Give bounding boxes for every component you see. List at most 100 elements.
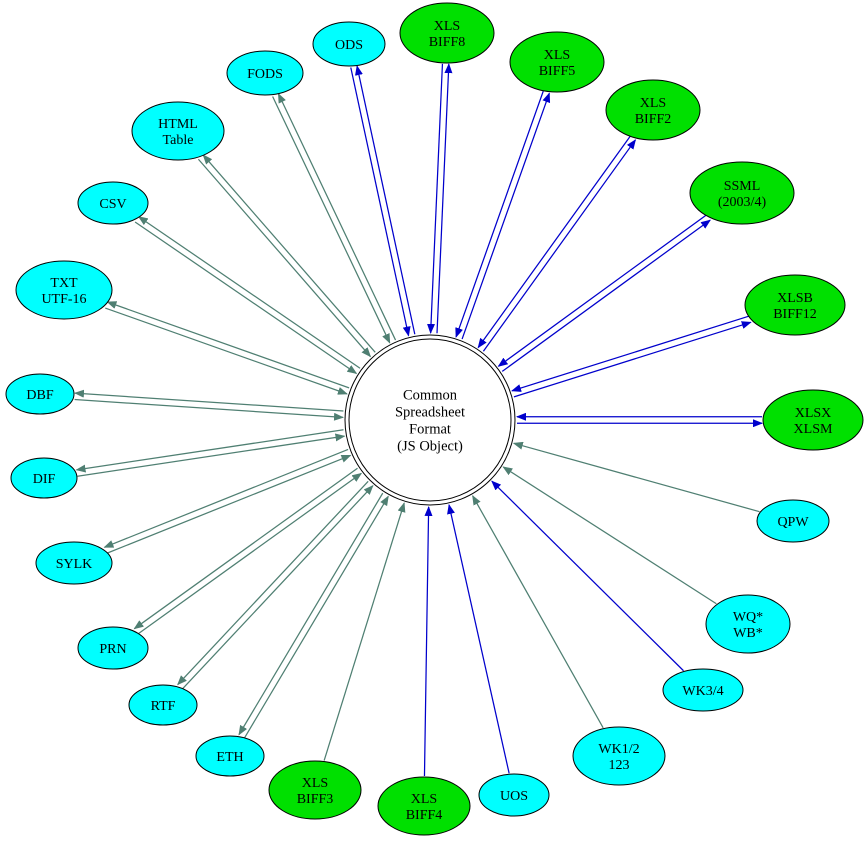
edge-prn-out	[133, 467, 358, 630]
node-label-rtf: RTF	[151, 699, 176, 714]
edge-xls-biff8-in	[427, 63, 444, 334]
node-shape-wk3-4	[662, 668, 744, 712]
center-inner-circle	[348, 338, 512, 502]
edge-rtf-out	[177, 480, 369, 686]
node-shape-ods	[312, 21, 386, 67]
edge-dif-out	[75, 429, 344, 473]
node-shape-dif	[10, 457, 78, 499]
edge-xlsb-biff12-in	[511, 315, 750, 392]
node-shape-wq-wb	[705, 594, 791, 654]
node-wk3-4: WK3/4	[662, 668, 744, 712]
node-prn: PRN	[77, 626, 149, 670]
edge-eth-in	[243, 495, 389, 739]
edge-wq-wb-in	[502, 466, 717, 605]
node-sylk: SYLK	[35, 541, 113, 585]
node-label-prn: PRN	[99, 642, 126, 657]
node-shape-txt-utf-16	[15, 260, 113, 320]
edge-qpw-in	[512, 441, 760, 513]
edge-wk3-4-in	[491, 480, 684, 672]
node-uos: UOS	[478, 773, 550, 817]
node-shape-csv	[77, 181, 149, 225]
edge-html-table-out	[202, 154, 376, 353]
node-shape-eth	[195, 735, 265, 777]
node-rtf: RTF	[128, 684, 198, 726]
edge-txt-utf-16-out	[106, 301, 350, 389]
node-label-sylk: SYLK	[56, 557, 93, 572]
edge-sylk-in	[106, 454, 352, 554]
node-shape-rtf	[128, 684, 198, 726]
node-wq-wb: WQ*WB*	[705, 594, 791, 654]
edge-layer	[73, 63, 763, 777]
edge-sylk-out	[103, 448, 349, 548]
edge-xls-biff5-in	[455, 90, 544, 338]
node-label-fods: FODS	[247, 67, 283, 82]
edge-xls-biff8-out	[436, 63, 453, 334]
node-label-dif: DIF	[33, 472, 56, 487]
node-dif: DIF	[10, 457, 78, 499]
edge-xls-biff2-out	[482, 139, 636, 352]
node-label-qpw: QPW	[777, 515, 809, 530]
edge-fods-in	[272, 96, 391, 344]
edge-xls-biff4-in	[423, 505, 433, 777]
edge-prn-in	[137, 472, 363, 635]
node-shape-xls-biff5	[509, 31, 605, 93]
node-shape-xls-biff8	[399, 2, 495, 64]
node-shape-ssml-2003-4	[689, 161, 795, 225]
node-shape-xls-biff3	[268, 760, 362, 820]
edge-fods-out	[277, 92, 397, 341]
node-label-ods: ODS	[335, 38, 363, 53]
edge-uos-in	[447, 503, 510, 774]
edge-dbf-in	[74, 398, 344, 421]
node-eth: ETH	[195, 735, 265, 777]
node-shape-qpw	[756, 499, 830, 543]
node-csv: CSV	[77, 181, 149, 225]
edge-dif-in	[77, 433, 346, 477]
node-label-wk3-4: WK3/4	[682, 684, 723, 699]
node-label-ssml-2003-4: SSML(2003/4)	[718, 179, 767, 210]
node-shape-xlsx-xlsm	[762, 389, 864, 451]
node-shape-sylk	[35, 541, 113, 585]
node-shape-html-table	[131, 101, 225, 161]
edge-csv-out	[137, 216, 361, 369]
edge-ods-in	[350, 67, 411, 337]
node-ssml-2003-4: SSML(2003/4)	[689, 161, 795, 225]
node-shape-xls-biff2	[605, 79, 701, 141]
edge-dbf-out	[73, 389, 344, 412]
edge-xls-biff2-in	[477, 135, 631, 349]
edge-xls-biff3-in	[323, 502, 406, 761]
node-label-csv: CSV	[99, 197, 126, 212]
edge-ssml-2003-4-out	[501, 219, 711, 372]
edge-xlsb-biff12-out	[513, 321, 752, 398]
edge-xls-biff5-out	[461, 92, 551, 340]
node-dbf: DBF	[5, 373, 75, 415]
node-label-dbf: DBF	[26, 388, 53, 403]
node-shape-wk1-2-123	[572, 726, 666, 786]
edge-ods-out	[355, 65, 416, 335]
node-label-eth: ETH	[216, 750, 243, 765]
node-ods: ODS	[312, 21, 386, 67]
node-fods: FODS	[226, 50, 304, 96]
edge-eth-out	[238, 492, 384, 736]
